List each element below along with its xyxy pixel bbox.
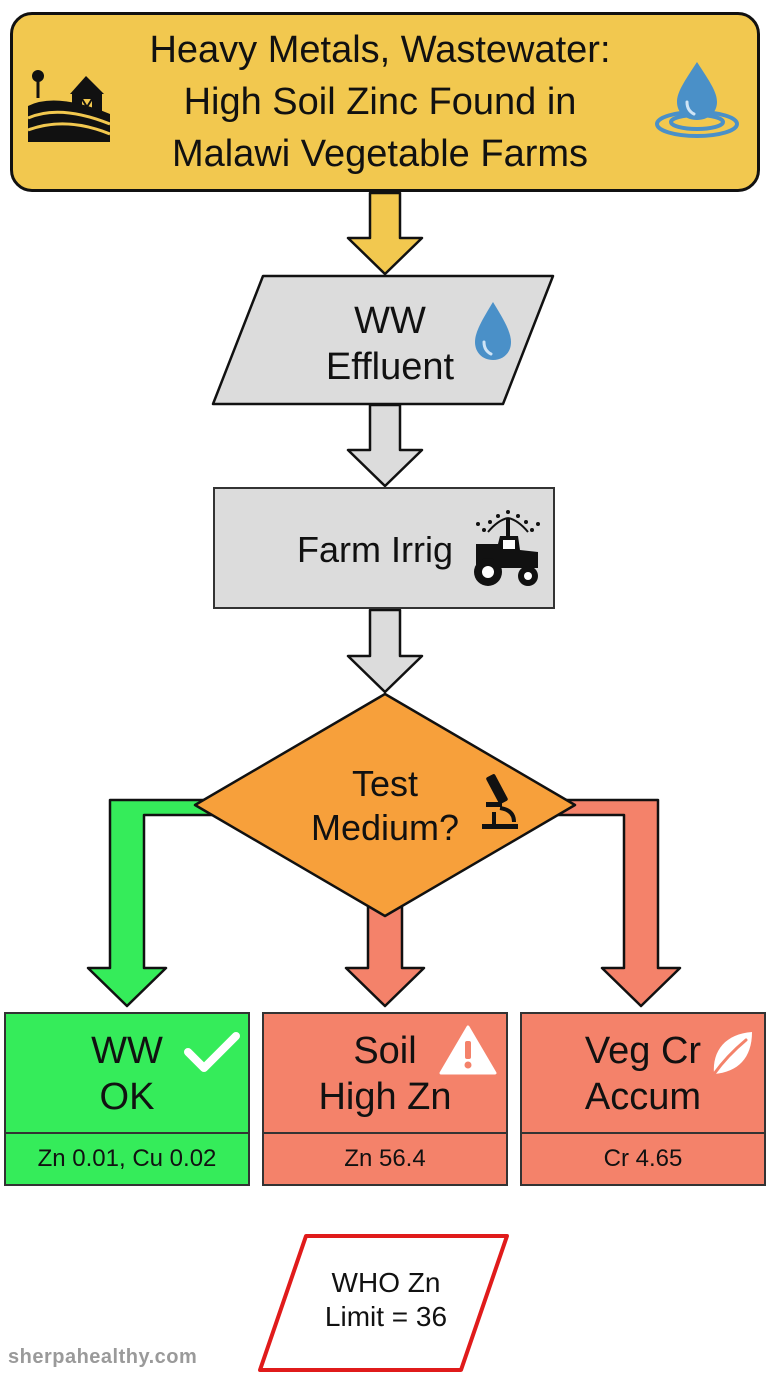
leaf-icon [712,1032,752,1076]
result-soil-title: Soil High Zn [264,1028,506,1120]
farm-barn-icon [27,70,110,142]
result-soil-high-zn: Soil High Zn Zn 56.4 [262,1012,508,1186]
result-veg-value: Cr 4.65 [522,1132,764,1184]
result-ww-ok-title: WW OK [6,1028,248,1120]
irrigation-label: Farm Irrig [297,529,453,570]
watermark: sherpahealthy.com [8,1346,198,1368]
arrow-branch-veg [543,798,682,1008]
title-banner [10,12,760,192]
arrow-branch-soil [344,896,426,1008]
result-soil-line-1: Soil [353,1030,417,1072]
result-veg-line-1: Veg Cr [584,1030,702,1072]
test-line-2: Medium? [310,807,460,848]
arrow-effluent-to-irrigation [346,403,424,488]
result-veg-cr-accum: Veg Cr Accum Cr 4.65 [520,1012,766,1186]
title-line-3: Malawi Vegetable Farms [171,133,589,175]
diagram-title: Heavy Metals, Wastewater: High Soil Zinc… [110,24,650,180]
arrow-irrigation-to-test [346,608,424,694]
who-limit-node [258,1234,509,1372]
result-ww-ok-value: Zn 0.01, Cu 0.02 [6,1132,248,1184]
result-veg-line-2: Accum [584,1076,702,1118]
effluent-line-1: WW [354,300,426,342]
result-ww-line-1: WW [91,1030,163,1072]
warning-triangle-icon [439,1025,497,1075]
result-ww-ok: WW OK Zn 0.01, Cu 0.02 [4,1012,250,1186]
microscope-icon [482,774,518,829]
title-line-1: Heavy Metals, Wastewater: [149,29,611,71]
who-line-1: WHO Zn [331,1267,441,1298]
effluent-line-2: Effluent [325,346,455,388]
checkmark-icon [184,1032,240,1072]
result-soil-line-2: High Zn [318,1076,452,1118]
tractor-sprinkler-icon [474,510,540,586]
water-drop-icon [475,302,511,360]
arrow-branch-ww-ok [86,798,227,1008]
test-medium-label: Test Medium? [270,762,500,850]
test-line-1: Test [351,763,419,804]
test-medium-decision [193,692,577,918]
water-drop-icon [655,62,739,138]
arrow-title-to-effluent [346,191,424,276]
effluent-node [211,274,555,406]
effluent-label: WW Effluent [290,298,490,390]
result-ww-line-2: OK [99,1076,155,1118]
result-soil-value: Zn 56.4 [264,1132,506,1184]
who-line-2: Limit = 36 [324,1301,448,1332]
who-limit-label: WHO Zn Limit = 36 [296,1266,476,1334]
title-line-2: High Soil Zinc Found in [183,81,577,123]
result-veg-title: Veg Cr Accum [522,1028,764,1120]
